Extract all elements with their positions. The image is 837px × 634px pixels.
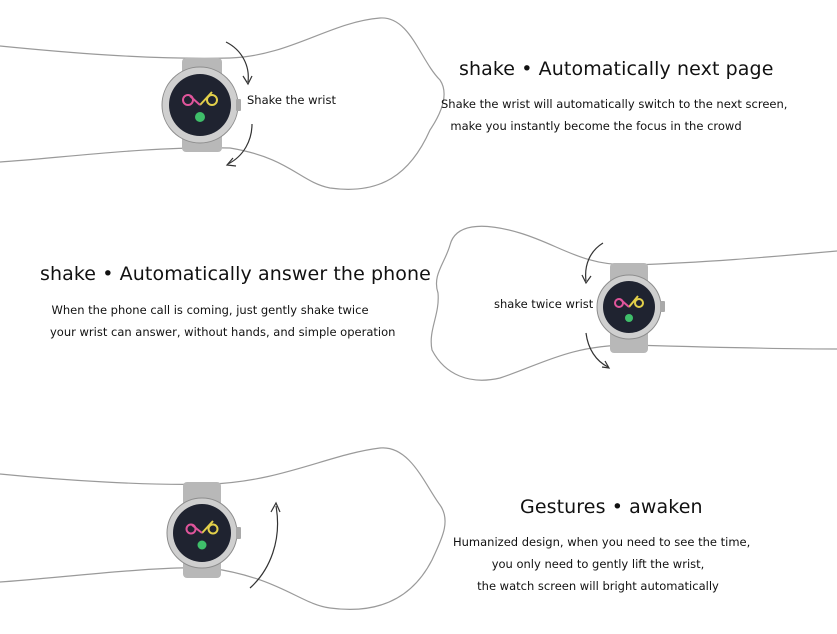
section-description: Shake the wrist will automatically switc… [441, 97, 788, 133]
arrow-up-icon [249, 505, 279, 589]
section-heading: shake • Automatically next page [459, 58, 774, 80]
gesture-label: Shake the wrist [247, 93, 336, 107]
arm-illustration-left [430, 225, 837, 381]
arm-illustration-right [0, 17, 445, 190]
arrow-down-icon [225, 41, 249, 83]
smartwatch-icon [161, 66, 241, 144]
smartwatch-icon [166, 497, 241, 569]
feature-section-answer-phone: shake twice wrist shake • Automatically … [0, 215, 837, 395]
feature-section-next-page: Shake the wrist shake • Automatically ne… [0, 0, 837, 200]
section-description: Humanized design, when you need to see t… [453, 535, 751, 593]
arrow-down-icon [585, 242, 604, 282]
gesture-label: shake twice wrist [494, 297, 594, 311]
section-heading: Gestures • awaken [520, 496, 703, 518]
section-description: When the phone call is coming, just gent… [50, 303, 396, 339]
arrow-curve-icon [227, 123, 253, 165]
smartwatch-icon [596, 274, 665, 340]
arrow-curve-icon [585, 332, 609, 368]
feature-section-gestures-awaken: Gestures • awaken Humanized design, when… [0, 430, 837, 634]
section-heading: shake • Automatically answer the phone [40, 263, 431, 285]
arm-illustration-right [0, 447, 446, 610]
